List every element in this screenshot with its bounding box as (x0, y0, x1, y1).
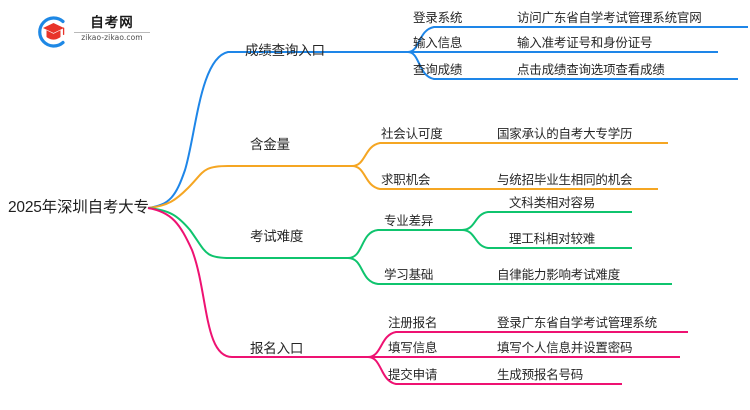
connector-green-to-subleaf-1 (461, 211, 504, 231)
connector-orange-to-child-2 (351, 165, 492, 190)
child-node-shu-ru-xin-xi[interactable]: 输入信息 (413, 36, 463, 50)
child-node-qiu-zhi-ji-hui[interactable]: 求职机会 (381, 173, 431, 187)
leaf-node-ti-jiao-shen-qing[interactable]: 生成预报名号码 (497, 368, 584, 382)
leaf-node-zhu-ce-bao-ming[interactable]: 登录广东省自学考试管理系统 (497, 316, 657, 330)
leaf-node-xue-xi-ji-chu[interactable]: 自律能力影响考试难度 (497, 268, 621, 282)
child-node-xue-xi-ji-chu[interactable]: 学习基础 (384, 268, 434, 282)
connector-root-to-pink (147, 207, 316, 358)
branch-node-han-jin-liang[interactable]: 含金量 (250, 137, 290, 152)
root-node[interactable]: 2025年深圳自考大专 (8, 199, 149, 216)
connector-green-to-subleaf-2 (461, 229, 504, 249)
branch-node-cheng-ji-cha-xun-ru-kou[interactable]: 成绩查询入口 (245, 43, 325, 58)
brand-logo[interactable]: 自考网 zikao-zikao.com (32, 13, 150, 51)
leaf-node-cha-xun-cheng-ji[interactable]: 点击成绩查询选项查看成绩 (517, 63, 665, 77)
child-node-tian-xie-xin-xi[interactable]: 填写信息 (388, 341, 438, 355)
child-node-ti-jiao-shen-qing[interactable]: 提交申请 (388, 368, 438, 382)
leaf-node-she-hui-ren-ke-du[interactable]: 国家承认的自考大专学历 (497, 127, 633, 141)
leaf-node-qiu-zhi-ji-hui[interactable]: 与统招毕业生相同的机会 (497, 173, 633, 187)
connector-root-to-green (147, 207, 316, 259)
leaf-node-wen-ke-lei[interactable]: 文科类相对容易 (509, 196, 596, 210)
connector-root-to-blue (147, 51, 340, 209)
connector-orange-to-child-1 (351, 142, 492, 167)
brand-domain: zikao-zikao.com (81, 32, 143, 42)
connector-root-to-orange (147, 165, 316, 209)
connector-green-to-child-1 (347, 229, 432, 259)
connector-green-to-child-2 (347, 257, 492, 285)
child-node-deng-lu-xi-tong[interactable]: 登录系统 (413, 11, 463, 25)
connector-pink-to-child-3 (367, 356, 492, 385)
leaf-node-tian-xie-xin-xi[interactable]: 填写个人信息并设置密码 (497, 341, 633, 355)
child-node-she-hui-ren-ke-du[interactable]: 社会认可度 (381, 127, 443, 141)
leaf-node-deng-lu-xi-tong[interactable]: 访问广东省自学考试管理系统官网 (517, 11, 702, 25)
child-node-zhuan-ye-cha-yi[interactable]: 专业差异 (384, 214, 434, 228)
connector-blue-to-child-3 (407, 51, 512, 80)
branch-node-bao-ming-ru-kou[interactable]: 报名入口 (250, 341, 304, 356)
graduation-cap-icon (38, 16, 65, 48)
child-node-cha-xun-cheng-ji[interactable]: 查询成绩 (413, 63, 463, 77)
branch-node-kao-shi-nan-du[interactable]: 考试难度 (250, 229, 304, 244)
brand-text: 自考网 zikao-zikao.com (74, 15, 150, 42)
brand-title: 自考网 (90, 15, 134, 30)
leaf-node-shu-ru-xin-xi[interactable]: 输入准考证号和身份证号 (517, 36, 653, 50)
leaf-node-li-gong-ke[interactable]: 理工科相对较难 (509, 232, 596, 246)
child-node-zhu-ce-bao-ming[interactable]: 注册报名 (388, 316, 438, 330)
brand-divider (74, 31, 150, 33)
